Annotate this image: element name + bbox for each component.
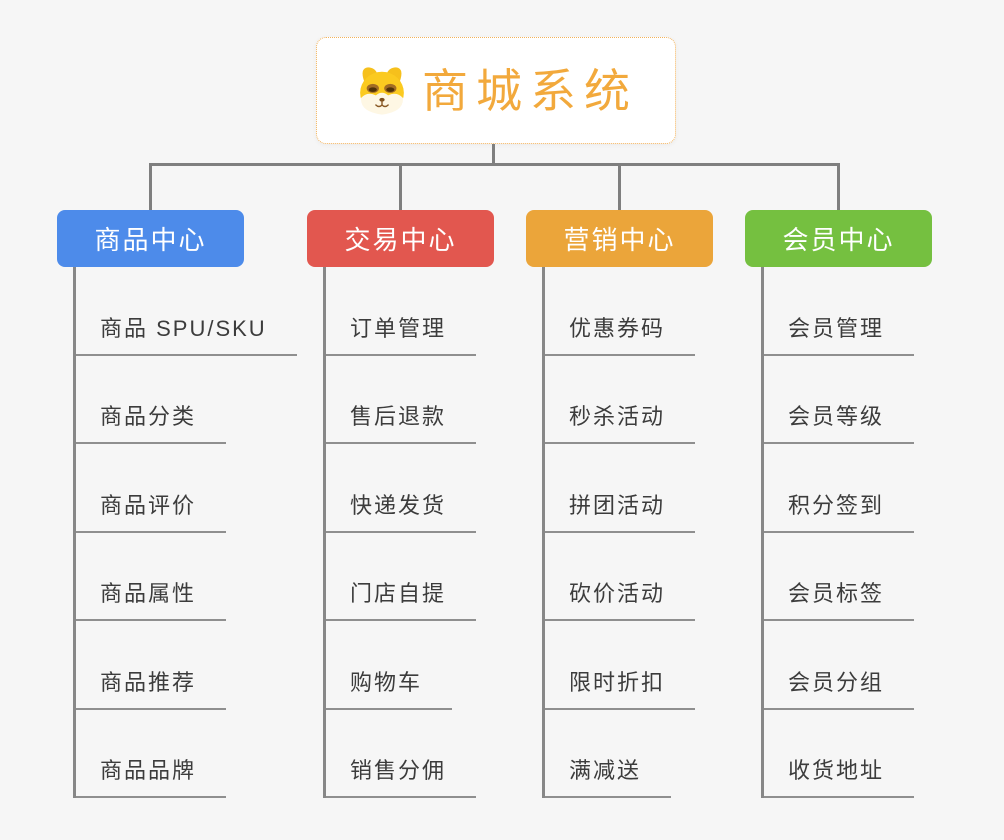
child-node[interactable]: 商品分类: [73, 356, 297, 444]
child-node-label: 商品推荐: [73, 669, 227, 710]
connector-root-stem: [492, 144, 495, 163]
child-node-label: 收货地址: [761, 757, 915, 798]
child-node[interactable]: 商品品牌: [73, 710, 297, 798]
child-node[interactable]: 快递发货: [323, 444, 477, 533]
child-node-label: 会员等级: [761, 403, 915, 444]
child-node[interactable]: 商品推荐: [73, 621, 297, 710]
connector-drop-trade: [399, 163, 402, 210]
child-node[interactable]: 收货地址: [761, 710, 915, 798]
child-node-label: 满减送: [542, 757, 672, 798]
child-node[interactable]: 门店自提: [323, 533, 477, 621]
child-node[interactable]: 订单管理: [323, 267, 477, 356]
child-node[interactable]: 秒杀活动: [542, 356, 696, 444]
child-node[interactable]: 会员等级: [761, 356, 915, 444]
child-node-label: 秒杀活动: [542, 403, 696, 444]
child-node-label: 积分签到: [761, 492, 915, 533]
child-node[interactable]: 售后退款: [323, 356, 477, 444]
connector-horizontal-bar: [149, 163, 840, 166]
child-node-label: 商品 SPU/SKU: [73, 315, 297, 356]
child-node-label: 售后退款: [323, 403, 477, 444]
branch-label: 商品中心: [94, 225, 207, 255]
connector-vertical-line: [761, 267, 764, 798]
branch-node-product-center[interactable]: 商品中心: [57, 210, 244, 267]
child-node[interactable]: 满减送: [542, 710, 695, 798]
branch-node-marketing-center[interactable]: 营销中心: [526, 210, 713, 267]
branch-label: 会员中心: [782, 225, 895, 255]
child-node-label: 优惠券码: [542, 315, 696, 356]
child-node-label: 商品分类: [73, 403, 227, 444]
child-node[interactable]: 优惠券码: [542, 267, 696, 356]
branch-label: 营销中心: [563, 225, 676, 255]
connector-drop-member: [837, 163, 840, 210]
child-node[interactable]: 商品评价: [73, 444, 297, 533]
child-node-label: 门店自提: [323, 580, 477, 621]
root-node[interactable]: 商城系统: [316, 37, 676, 144]
dog-face-icon: [360, 66, 404, 115]
child-node-label: 商品属性: [73, 580, 227, 621]
branch-node-trade-center[interactable]: 交易中心: [307, 210, 494, 267]
child-node-label: 会员管理: [761, 315, 915, 356]
connector-drop-product: [149, 163, 152, 210]
root-title: 商城系统: [422, 64, 638, 117]
child-node[interactable]: 会员管理: [761, 267, 915, 356]
child-node-label: 快递发货: [323, 492, 477, 533]
child-node-label: 商品评价: [73, 492, 227, 533]
child-node-label: 订单管理: [323, 315, 477, 356]
child-node-label: 销售分佣: [323, 757, 477, 798]
child-node[interactable]: 商品属性: [73, 533, 297, 621]
child-node-label: 砍价活动: [542, 580, 696, 621]
child-node[interactable]: 会员分组: [761, 621, 915, 710]
child-node-label: 会员标签: [761, 580, 915, 621]
branch-node-member-center[interactable]: 会员中心: [745, 210, 932, 267]
child-node[interactable]: 商品 SPU/SKU: [73, 267, 297, 356]
branch-children-marketing-center: 优惠券码 秒杀活动 拼团活动 砍价活动 限时折扣 满减送: [542, 267, 696, 798]
branch-children-product-center: 商品 SPU/SKU 商品分类 商品评价 商品属性 商品推荐 商品品牌: [73, 267, 297, 798]
child-node[interactable]: 会员标签: [761, 533, 915, 621]
child-node-label: 购物车: [323, 669, 453, 710]
connector-vertical-line: [323, 267, 326, 798]
child-node[interactable]: 积分签到: [761, 444, 915, 533]
branch-label: 交易中心: [344, 225, 457, 255]
child-node-label: 商品品牌: [73, 757, 227, 798]
branch-children-member-center: 会员管理 会员等级 积分签到 会员标签 会员分组 收货地址: [761, 267, 915, 798]
child-node[interactable]: 销售分佣: [323, 710, 477, 798]
connector-vertical-line: [73, 267, 76, 798]
child-node-label: 拼团活动: [542, 492, 696, 533]
child-node-label: 会员分组: [761, 669, 915, 710]
child-node[interactable]: 购物车: [323, 621, 476, 710]
child-node[interactable]: 拼团活动: [542, 444, 696, 533]
child-node[interactable]: 砍价活动: [542, 533, 696, 621]
branch-children-trade-center: 订单管理 售后退款 快递发货 门店自提 购物车 销售分佣: [323, 267, 477, 798]
connector-drop-marketing: [618, 163, 621, 210]
connector-vertical-line: [542, 267, 545, 798]
child-node-label: 限时折扣: [542, 669, 696, 710]
child-node[interactable]: 限时折扣: [542, 621, 696, 710]
